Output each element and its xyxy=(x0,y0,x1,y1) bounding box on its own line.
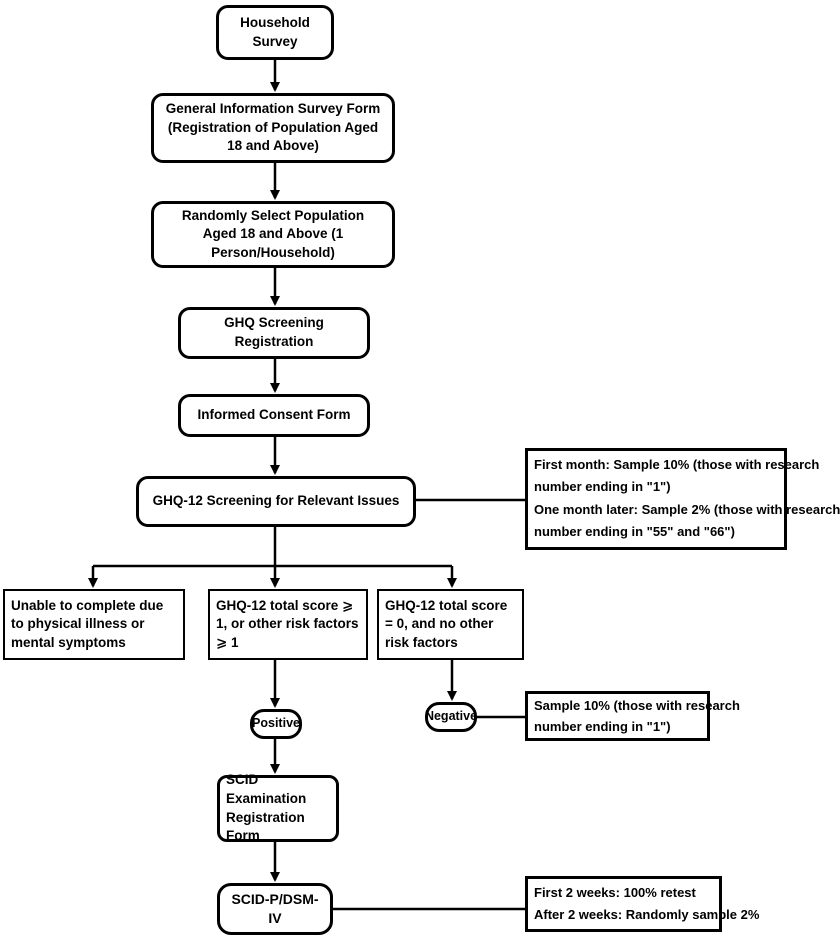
score-eq-0-box: GHQ-12 total score = 0, and no other ris… xyxy=(377,589,524,660)
scid-retest-line-1: First 2 weeks: 100% retest xyxy=(534,885,696,900)
negative-sampling-line-2: number ending in "1") xyxy=(534,718,671,734)
general-info-form-label: General Information Survey Form (Registr… xyxy=(165,101,381,154)
negative-sampling-line-1: Sample 10% (those with research xyxy=(534,698,740,713)
ghq12-sampling-line-3: One month later: Sample 2% (those with r… xyxy=(534,501,840,517)
scid-retest-line-2: After 2 weeks: Randomly sample 2% xyxy=(534,907,760,923)
scid-p-box: SCID-P/DSM-IV xyxy=(217,883,333,935)
ghq12-screening-label: GHQ-12 Screening for Relevant Issues xyxy=(152,493,400,509)
ghq12-screening-box: GHQ-12 Screening for Relevant Issues xyxy=(136,476,416,527)
score-eq-0-label: GHQ-12 total score = 0, and no other ris… xyxy=(385,597,508,650)
random-select-box: Randomly Select Population Aged 18 and A… xyxy=(151,201,395,268)
scid-registration-box: SCID Examination Registration Form xyxy=(217,772,339,843)
informed-consent-label: Informed Consent Form xyxy=(197,407,351,423)
unable-to-complete-box: Unable to complete due to physical illne… xyxy=(3,589,185,660)
ghq12-sampling-line-4: number ending in "55" and "66") xyxy=(534,524,735,540)
scid-retest-note: First 2 weeks: 100% retest After 2 weeks… xyxy=(525,876,760,932)
score-ge-1-label: GHQ-12 total score ⩾ 1, or other risk fa… xyxy=(216,597,359,650)
general-info-form-box: General Information Survey Form (Registr… xyxy=(151,93,395,163)
ghq-screening-registration-label: GHQ Screening Registration xyxy=(224,315,324,349)
score-ge-1-box: GHQ-12 total score ⩾ 1, or other risk fa… xyxy=(208,589,368,660)
negative-sampling-note: Sample 10% (those with research number e… xyxy=(525,691,740,741)
household-survey-label: Household Survey xyxy=(240,14,310,49)
ghq12-sampling-line-2: number ending in "1") xyxy=(534,479,671,495)
ghq12-sampling-line-1: First month: Sample 10% (those with rese… xyxy=(534,457,820,472)
negative-label: Negative xyxy=(424,709,478,724)
ghq12-sampling-note: First month: Sample 10% (those with rese… xyxy=(525,448,840,550)
informed-consent-box: Informed Consent Form xyxy=(178,394,370,437)
scid-registration-label: SCID Examination Registration Form xyxy=(226,772,307,844)
positive-label: Positive xyxy=(252,716,300,731)
household-survey-box: Household Survey xyxy=(216,5,334,60)
flowchart: Household Survey General Information Sur… xyxy=(3,5,840,935)
unable-to-complete-label: Unable to complete due to physical illne… xyxy=(11,597,164,650)
negative-box: Negative xyxy=(425,702,477,732)
connector-layer xyxy=(88,60,525,911)
positive-box: Positive xyxy=(250,709,302,739)
scid-p-label: SCID-P/DSM-IV xyxy=(231,890,319,926)
ghq-screening-registration-box: GHQ Screening Registration xyxy=(178,307,370,359)
random-select-label: Randomly Select Population Aged 18 and A… xyxy=(181,207,365,260)
